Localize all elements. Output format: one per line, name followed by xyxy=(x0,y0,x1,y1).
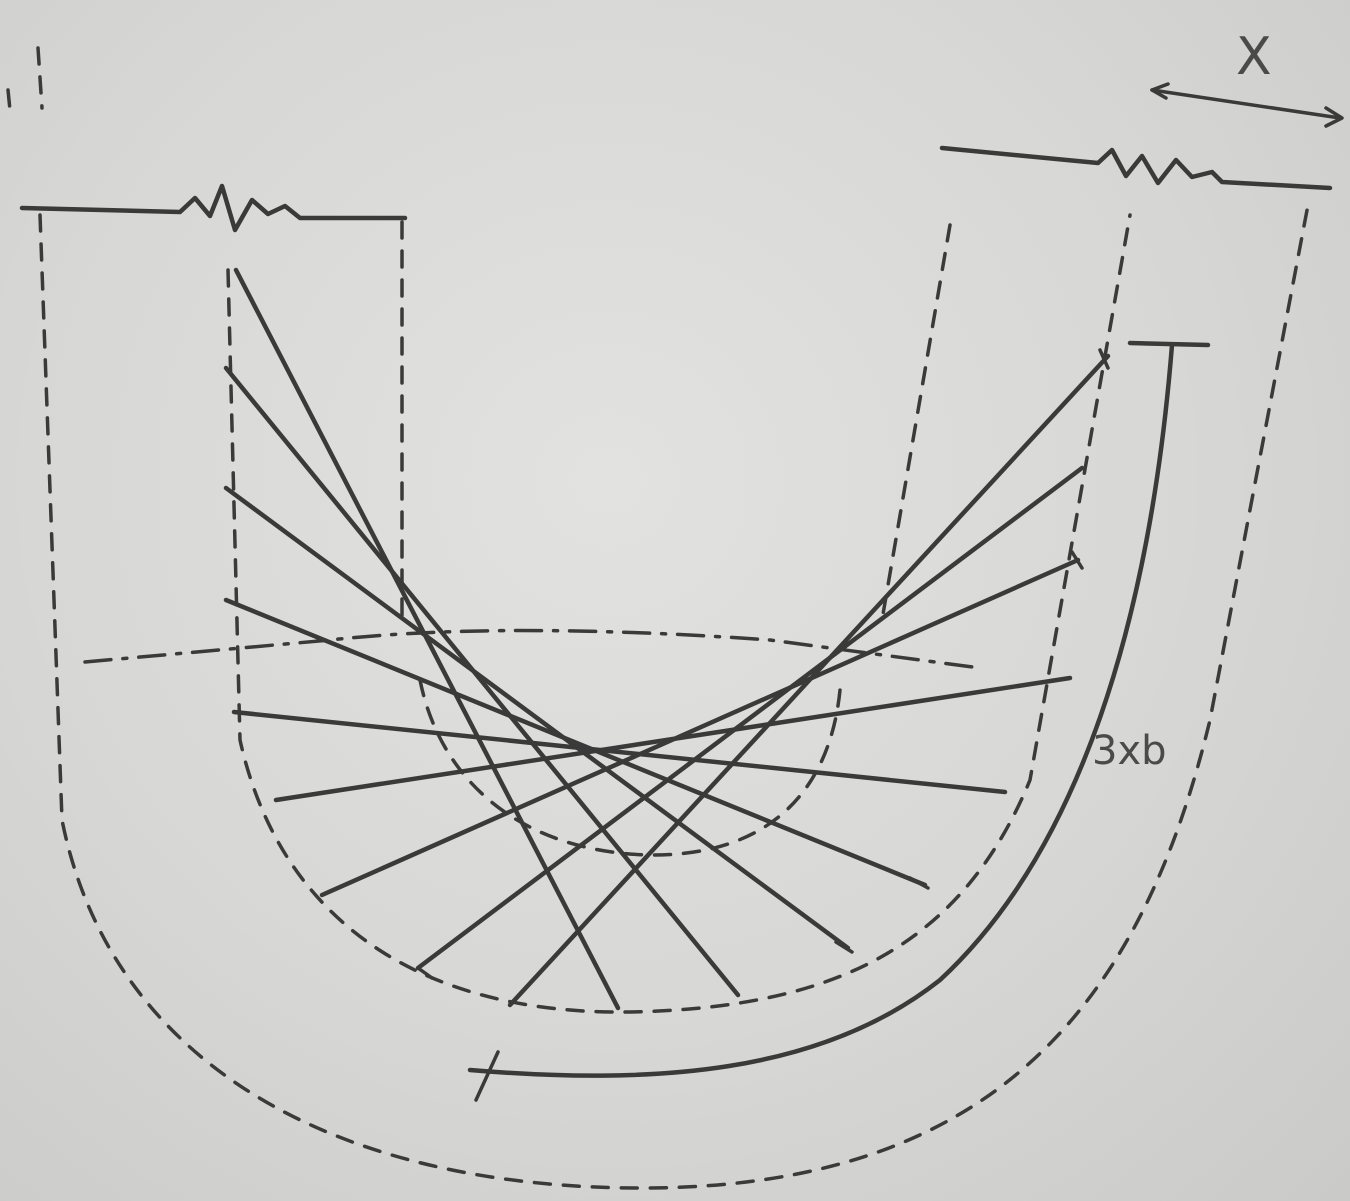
solid-curve-bottom-tick xyxy=(474,1050,500,1102)
fan-line-7 xyxy=(319,557,1081,898)
inner-dashed-right xyxy=(880,223,952,622)
fan-end-ticks xyxy=(416,348,1110,980)
center-dashdot-line xyxy=(83,628,982,670)
left-break-line xyxy=(19,183,408,233)
inner-small-arc xyxy=(418,678,842,857)
solid-curve xyxy=(467,342,1175,1078)
fan-line-5 xyxy=(231,709,1008,795)
outer-dashed-u xyxy=(38,203,1310,1190)
x-label: X xyxy=(1236,27,1272,87)
fan-line-3 xyxy=(223,485,851,951)
fan-line-9 xyxy=(507,353,1111,1008)
middle-dashed-u xyxy=(226,213,1132,1014)
fan-line-2 xyxy=(223,365,741,998)
solid-curve-end-tick xyxy=(1127,340,1211,348)
right-break-line xyxy=(939,145,1333,191)
fan-line-4 xyxy=(223,597,928,888)
fan-lines xyxy=(223,267,1111,1011)
fan-line-8 xyxy=(415,465,1085,971)
corner-tick-2 xyxy=(6,88,12,112)
dimension-arrow-x xyxy=(1150,82,1344,128)
radius-label: 3xb xyxy=(1092,728,1167,774)
corner-tick-1 xyxy=(36,46,44,110)
